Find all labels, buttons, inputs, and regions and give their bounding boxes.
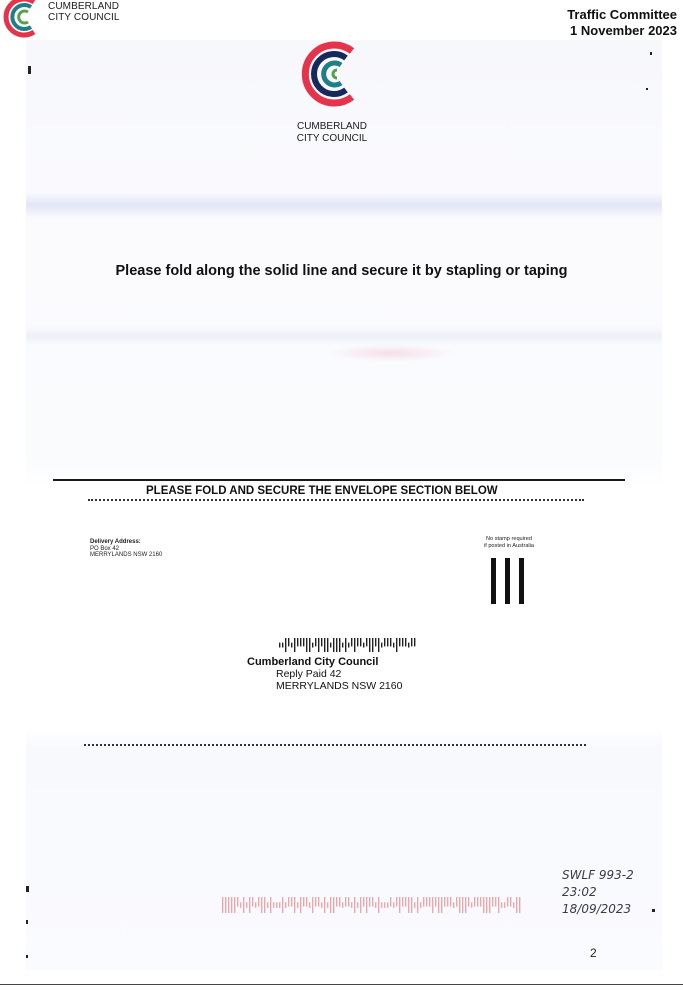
scanned-page [26,40,662,970]
scan-artifact-band [26,326,662,346]
scan-speck [652,909,655,912]
postal-barcode-icon [279,638,416,652]
fold-line [53,479,625,481]
recipient-suburb: MERRYLANDS NSW 2160 [276,680,403,692]
stamp-note-line1: No stamp required [485,536,532,542]
handwritten-date: 18/09/2023 [562,902,632,916]
delivery-address: Delivery Address: PO Box 42 MERRYLANDS N… [90,539,162,559]
recipient-name: Cumberland City Council [247,656,379,668]
cumberland-logo-icon [3,0,36,38]
page-number: 2 [590,946,597,960]
delivery-line2: MERRYLANDS NSW 2160 [90,552,163,558]
scan-speck [26,920,28,924]
council-logo-text: CUMBERLAND CITY COUNCIL [282,121,382,145]
fold-instruction: Please fold along the solid line and sec… [115,263,568,279]
scan-artifact-band [26,192,662,218]
handwritten-stamp: SWLF 993-2 23:02 18/09/2023 [562,867,634,918]
bottom-rule [0,984,683,985]
handwritten-time: 23:02 [562,885,597,899]
dotted-fold-line-top [88,499,584,501]
stamp-note: No stamp required if posted in Australia [471,536,547,549]
stamp-note-line2: if posted in Australia [483,542,535,549]
council-logo-line2: CITY COUNCIL [296,133,368,144]
scan-speck [646,88,648,90]
red-tracking-code-icon [222,897,521,913]
delivery-label: Delivery Address: [90,539,141,545]
delivery-line1: PO Box 42 [90,545,120,552]
header-logo-text: CUMBERLAND CITY COUNCIL [48,1,120,23]
handwritten-ref: SWLF 993-2 [562,868,634,882]
scan-speck [26,955,28,958]
envelope-section-heading: PLEASE FOLD AND SECURE THE ENVELOPE SECT… [146,485,498,497]
scan-speck [26,886,29,892]
council-logo-icon [301,41,355,107]
header-logo-line1: CUMBERLAND [48,1,120,12]
meeting-date: 1 November 2023 [570,23,677,38]
scan-artifact-stain [326,344,456,362]
dotted-fold-line-bottom [84,744,586,746]
recipient-address: Cumberland City Council Reply Paid 42 ME… [247,656,402,692]
committee-name: Traffic Committee [567,7,677,22]
scan-speck [28,66,31,74]
council-logo-line1: CUMBERLAND [296,121,367,132]
reply-paid: Reply Paid 42 [276,668,342,680]
header-logo-line2: CITY COUNCIL [48,12,120,23]
header-meta: Traffic Committee 1 November 2023 [567,7,677,39]
postage-bars-icon [491,558,533,604]
scan-speck [650,52,652,55]
